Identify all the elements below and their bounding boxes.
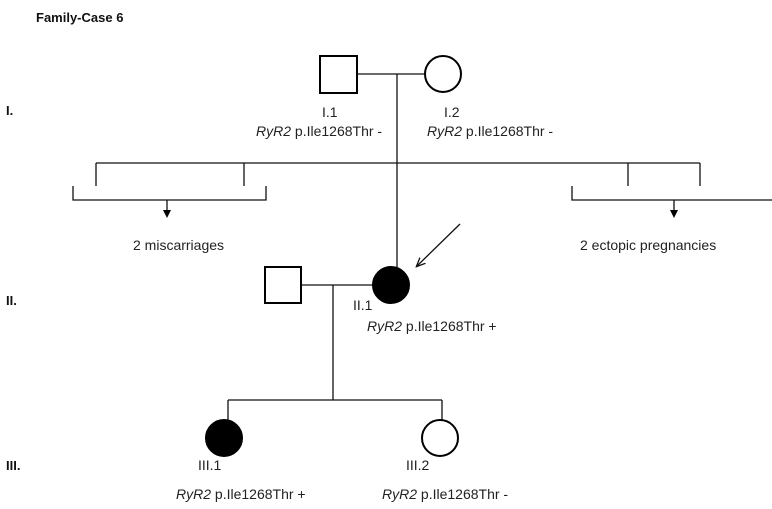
variant-label: p.Ile1268Thr +	[211, 486, 306, 502]
generation-label-1: I.	[6, 103, 13, 118]
gene-name: RyR2	[256, 123, 291, 139]
generation-label-2: II.	[6, 293, 17, 308]
individual-II1-id: II.1	[353, 297, 373, 313]
individual-III1-female-affected-symbol	[205, 419, 243, 457]
gene-name: RyR2	[176, 486, 211, 502]
diagram-title: Family-Case 6	[36, 10, 123, 25]
individual-III2-id: III.2	[406, 457, 430, 473]
variant-label: p.Ile1268Thr -	[417, 486, 508, 502]
individual-III1-id: III.1	[198, 457, 222, 473]
gene-name: RyR2	[427, 123, 462, 139]
individual-III1-genotype: RyR2 p.Ile1268Thr +	[176, 486, 306, 502]
individual-I1-genotype: RyR2 p.Ile1268Thr -	[256, 123, 382, 139]
gene-name: RyR2	[382, 486, 417, 502]
individual-II-spouse-male-symbol	[264, 266, 302, 304]
ectopic-group: 2 ectopic pregnancies	[571, 163, 772, 253]
miscarriages-arrow-icon	[163, 210, 171, 218]
miscarriages-group: 2 miscarriages	[72, 163, 267, 253]
ectopic-arrow-icon	[670, 210, 678, 218]
individual-II1-genotype: RyR2 p.Ile1268Thr +	[367, 318, 497, 334]
gene-name: RyR2	[367, 318, 402, 334]
variant-label: p.Ile1268Thr +	[402, 318, 497, 334]
ectopic-label: 2 ectopic pregnancies	[580, 237, 716, 253]
individual-I2-female-symbol	[424, 55, 462, 93]
generation-label-3: III.	[6, 458, 20, 473]
individual-I1-male-symbol	[319, 55, 358, 94]
individual-III2-genotype: RyR2 p.Ile1268Thr -	[382, 486, 508, 502]
variant-label: p.Ile1268Thr -	[462, 123, 553, 139]
individual-I2-id: I.2	[444, 104, 460, 120]
miscarriages-label: 2 miscarriages	[133, 237, 224, 253]
individual-I1-id: I.1	[322, 104, 338, 120]
individual-II1-female-affected-symbol	[372, 266, 410, 304]
individual-III2-female-symbol	[421, 419, 459, 457]
proband-arrow-icon	[417, 223, 461, 266]
individual-I2-genotype: RyR2 p.Ile1268Thr -	[427, 123, 553, 139]
variant-label: p.Ile1268Thr -	[291, 123, 382, 139]
